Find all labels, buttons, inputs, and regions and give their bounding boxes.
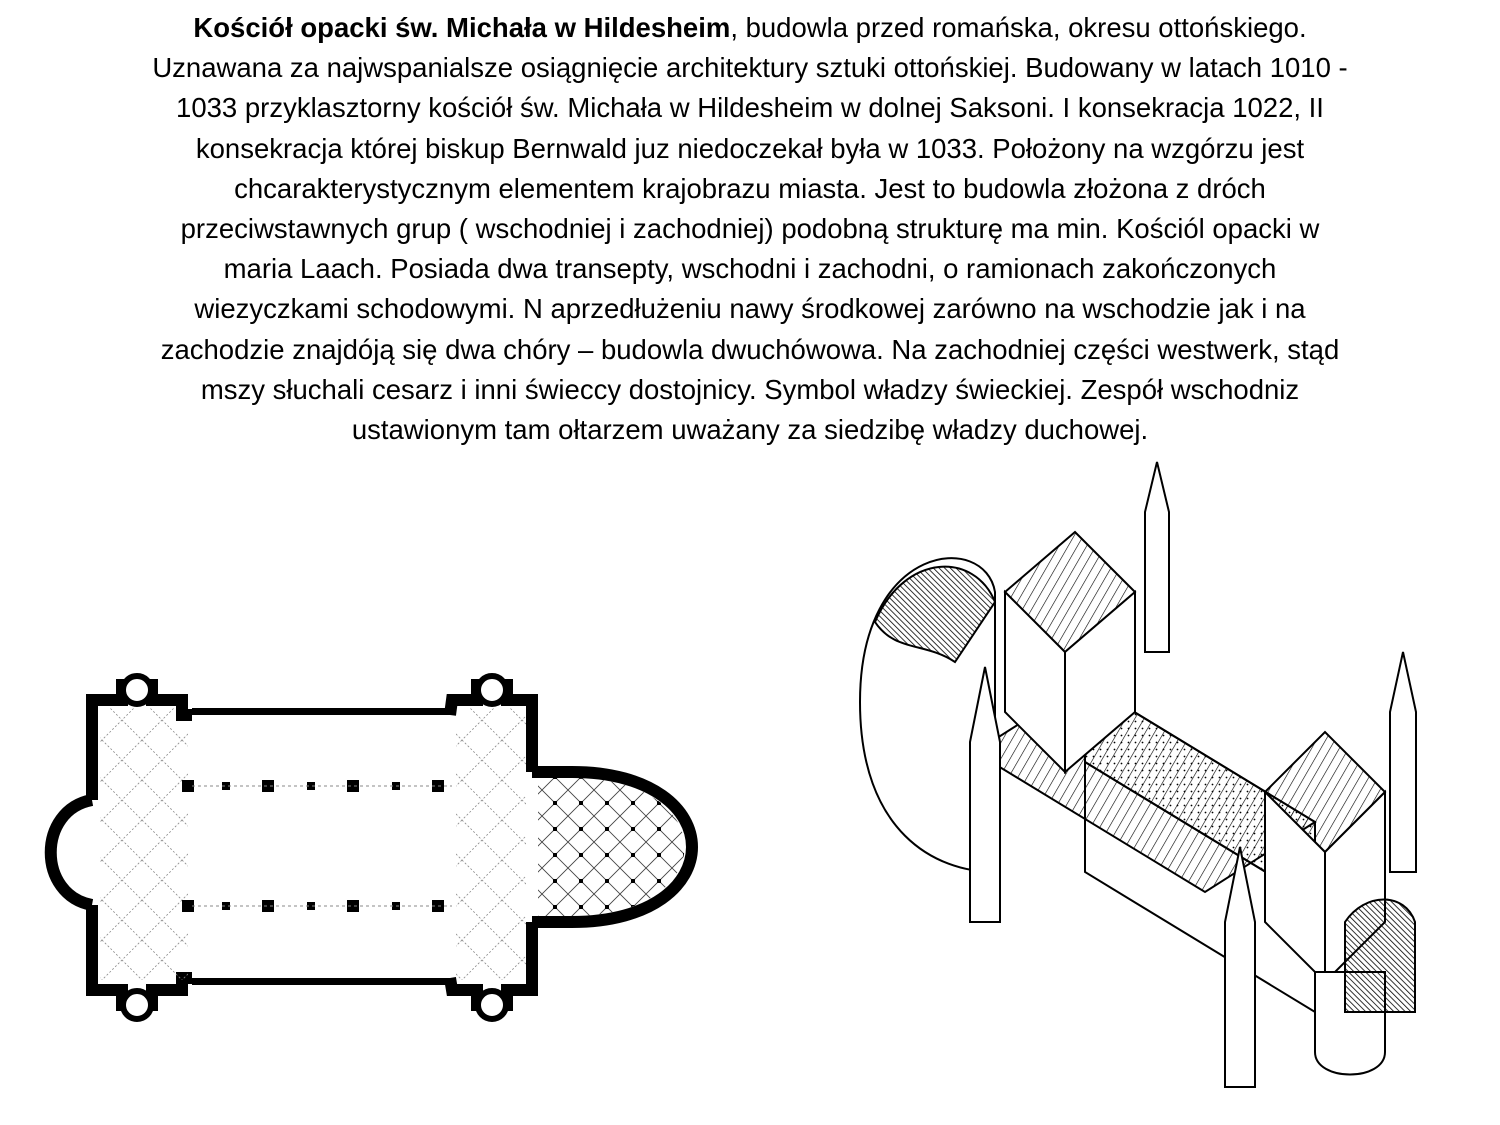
floor-plan-drawing — [44, 673, 698, 1022]
text-line-4: konsekracja której biskup Bernwald juz n… — [195, 132, 1305, 164]
text-line-6: przeciwstawnych grup ( wschodniej i zach… — [180, 213, 1320, 245]
stair-turrets — [120, 673, 509, 1022]
axonometric-drawing — [858, 461, 1417, 1088]
title-continuation: , budowla przed romańska, okresu ottońsk… — [730, 12, 1307, 43]
text-line-3: 1033 przyklasztorny kościół św. Michała … — [176, 92, 1324, 124]
nave-piers — [182, 780, 444, 912]
church-title: Kościół opacki św. Michała w Hildesheim — [193, 12, 731, 43]
text-line-8: wiezyczkami schodowymi. N aprzedłużeniu … — [194, 293, 1306, 325]
text-line-1: Kościół opacki św. Michała w Hildesheim,… — [10, 8, 1490, 48]
aisle-lines — [192, 785, 452, 907]
nave-walls — [192, 708, 452, 985]
description-text: Kościół opacki św. Michała w Hildesheim,… — [10, 8, 1490, 450]
crypt-lattice — [538, 778, 685, 916]
text-line-7: maria Laach. Posiada dwa transepty, wsch… — [223, 253, 1277, 285]
vault-hatching — [100, 708, 526, 980]
text-line-9: zachodzie znajdóją się dwa chóry – budow… — [160, 333, 1340, 365]
text-line-10: mszy słuchali cesarz i inni świeccy dost… — [200, 373, 1300, 405]
text-line-11: ustawionym tam ołtarzem uważany za siedz… — [351, 414, 1149, 446]
text-line-5: chcarakterystycznym elementem krajobrazu… — [234, 172, 1266, 204]
text-line-2: Uznawana za najwspanialsze osiągnięcie a… — [152, 52, 1348, 84]
